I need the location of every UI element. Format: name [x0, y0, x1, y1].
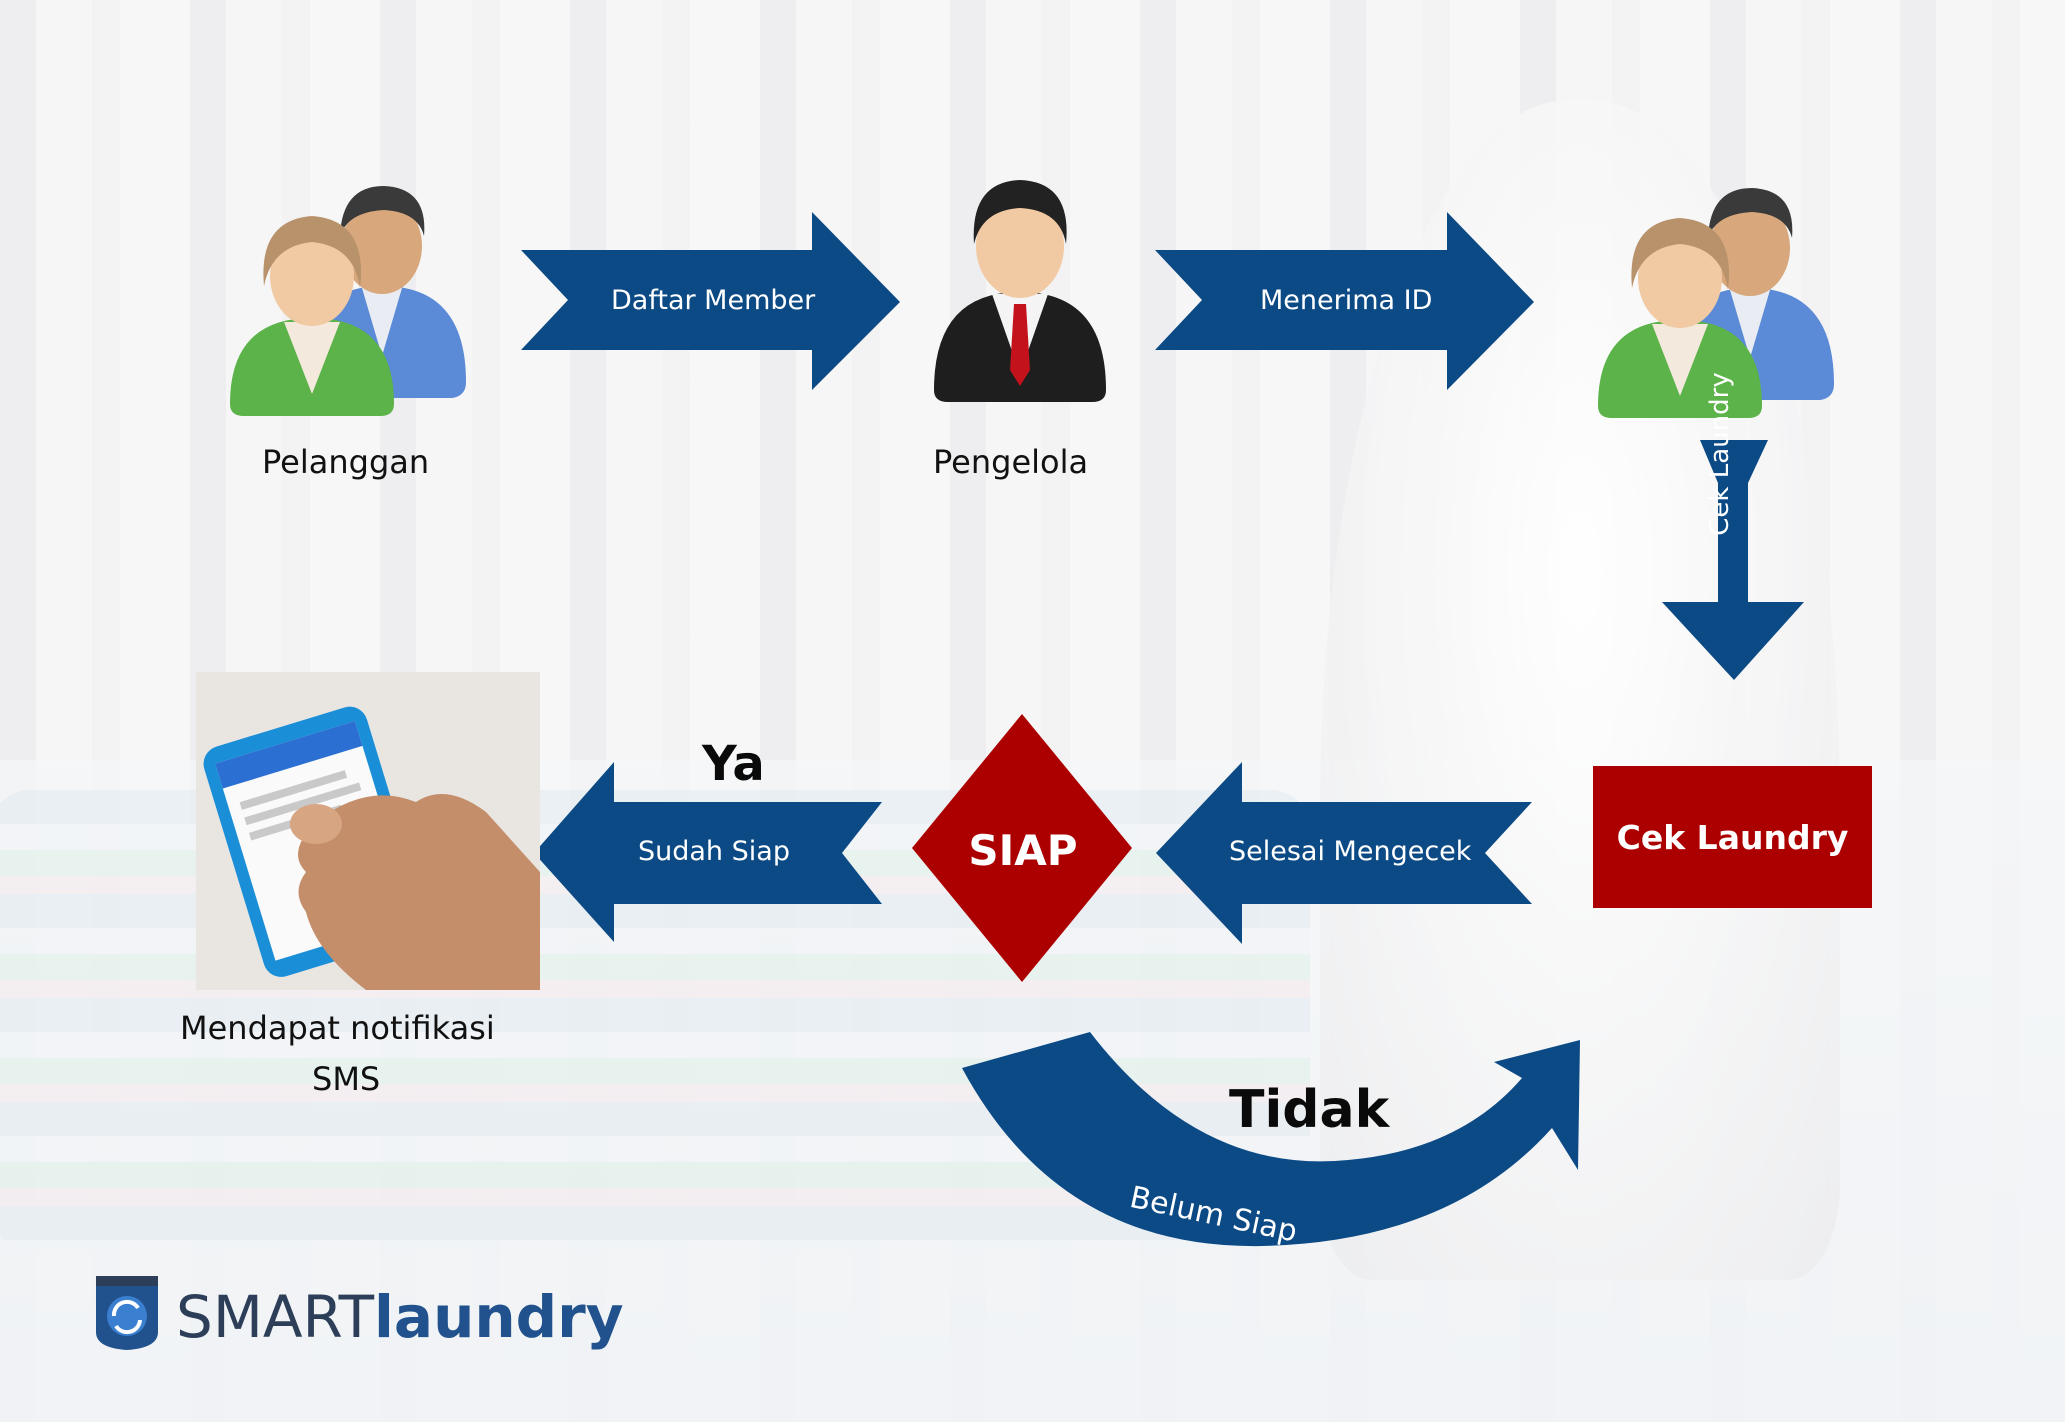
siap-decision-label: SIAP	[968, 825, 1078, 875]
arrow-label-daftar-member: Daftar Member	[611, 285, 816, 316]
arrow-sudah-siap	[534, 762, 882, 942]
arrow-selesai-mengecek	[1156, 762, 1532, 944]
arrow-belum-siap-curve	[962, 1032, 1580, 1247]
siap-diamond	[912, 714, 1132, 982]
customer-couple-icon	[230, 186, 466, 416]
node-label-pengelola: Pengelola	[933, 443, 1089, 481]
arrow-label-cek-laundry: Cek Laundry	[1705, 372, 1735, 536]
customer-couple-icon-right	[1598, 188, 1834, 418]
washing-machine-logo-icon	[96, 1276, 158, 1350]
arrow-label-menerima-id: Menerima ID	[1260, 285, 1433, 316]
node-label-notifikasi-line2: SMS	[312, 1060, 381, 1098]
node-label-pelanggan: Pelanggan	[262, 443, 430, 481]
node-label-notifikasi-line1: Mendapat notifikasi	[180, 1009, 495, 1047]
logo-laundry: laundry	[374, 1283, 624, 1351]
arrow-menerima-id	[1155, 212, 1534, 390]
phone-in-hand-icon	[196, 672, 540, 990]
arrow-label-sudah-siap: Sudah Siap	[638, 836, 790, 867]
arrow-daftar-member	[521, 212, 900, 390]
arrow-label-selesai-mengecek: Selesai Mengecek	[1229, 836, 1472, 867]
brand-logo-text: SMARTlaundry	[176, 1283, 624, 1351]
branch-label-tidak: Tidak	[1229, 1080, 1390, 1140]
arrow-cek-laundry-down	[1662, 440, 1804, 680]
cek-laundry-box: Cek Laundry	[1593, 766, 1872, 908]
logo-smart: SMART	[176, 1283, 375, 1351]
branch-label-ya: Ya	[702, 736, 765, 792]
manager-icon	[934, 180, 1106, 402]
